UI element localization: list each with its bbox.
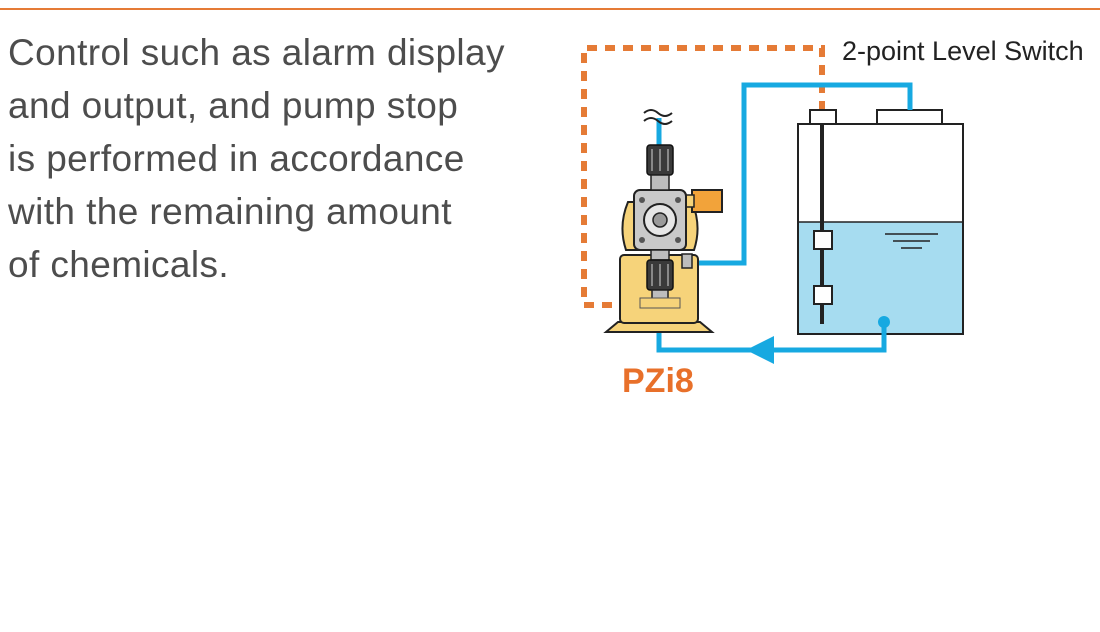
pump-pzi8 <box>603 144 723 333</box>
description-line: Control such as alarm display <box>8 32 505 73</box>
pump-model-label: PZi8 <box>622 362 694 400</box>
description-line: with the remaining amount <box>8 191 452 232</box>
description-line: of chemicals. <box>8 244 230 285</box>
level-switch-label: 2-point Level Switch <box>842 36 1084 66</box>
power-supply-icon <box>643 109 673 125</box>
lower-float <box>813 285 833 305</box>
liquid-surface-icon <box>885 233 938 249</box>
pump-drive-knob <box>691 189 723 213</box>
return-line <box>688 82 913 266</box>
pump-nameplate <box>639 297 681 309</box>
chemical-tank <box>797 109 964 335</box>
description-line: and output, and pump stop <box>8 85 459 126</box>
level-switch <box>813 124 833 324</box>
signal-line <box>581 45 825 308</box>
top-divider <box>0 8 1100 10</box>
pump-base <box>603 321 715 333</box>
switch-mount <box>809 109 837 125</box>
tank-cap <box>876 109 943 125</box>
upper-float <box>813 230 833 250</box>
description-text: Control such as alarm display and output… <box>8 26 528 291</box>
flow-direction-arrow-icon <box>746 336 774 364</box>
description-line: is performed in accordance <box>8 138 465 179</box>
suction-point <box>878 316 890 328</box>
